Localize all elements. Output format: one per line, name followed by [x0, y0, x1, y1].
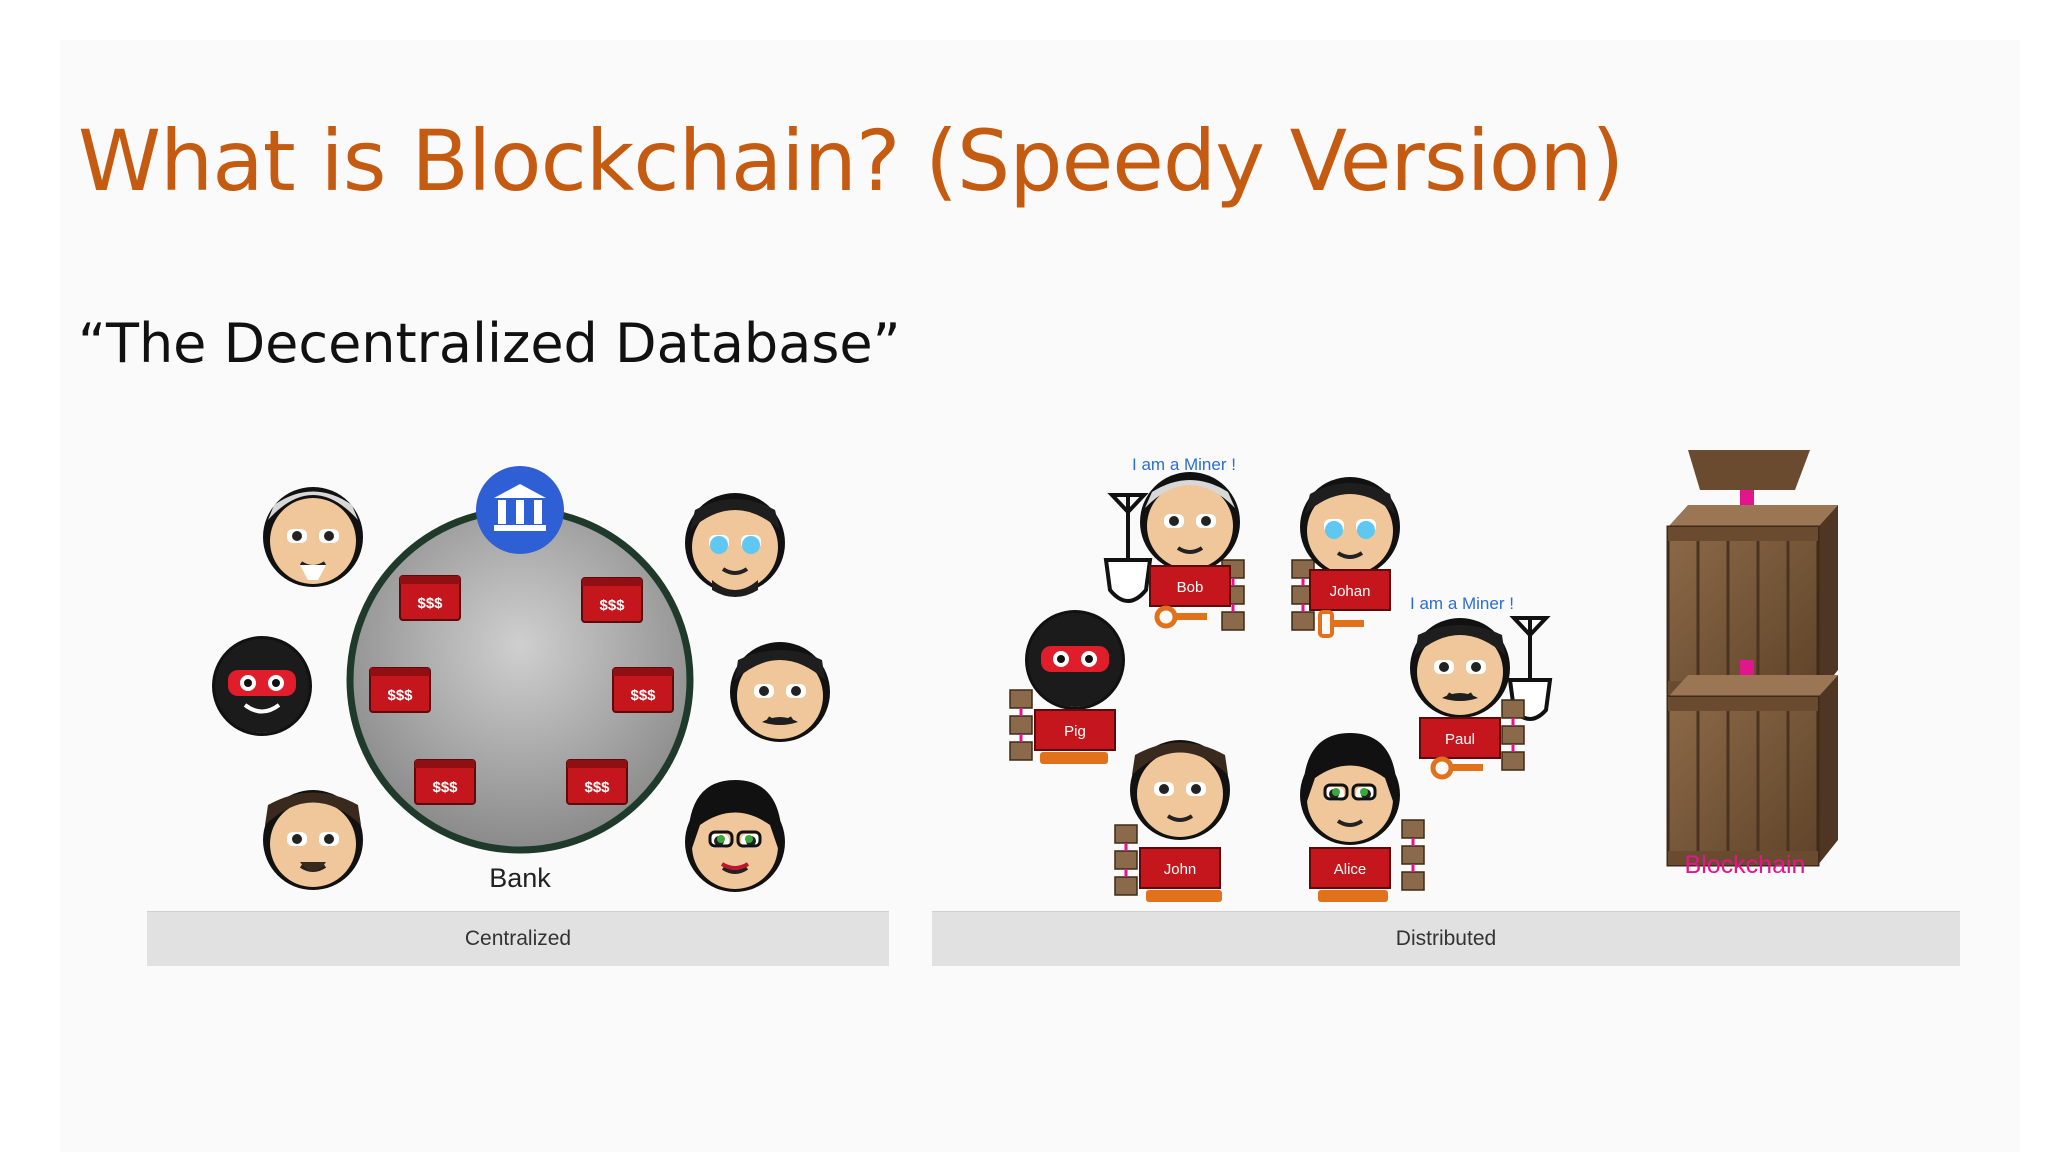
- user-name-label: Alice: [1334, 861, 1367, 878]
- user-node-alice: Alice: [1298, 733, 1402, 902]
- crate-block: [1688, 450, 1810, 490]
- key-icon: [1318, 610, 1334, 638]
- miner-callout: I am a Miner !: [1132, 455, 1236, 474]
- user-node-johan: Johan: [1298, 475, 1402, 638]
- user-avatar: [261, 485, 365, 589]
- centralized-diagram: $$$ $$$ $$$ $$$ $$$ $$$ Bank: [210, 466, 832, 894]
- user-node-pig: Pig: [1023, 608, 1127, 764]
- user-name-label: Bob: [1177, 579, 1204, 596]
- bank-label: Bank: [489, 863, 551, 893]
- key-icon: [1318, 890, 1388, 902]
- svg-text:$$$: $$$: [584, 779, 610, 796]
- svg-text:$$$: $$$: [387, 687, 413, 704]
- user-node-paul: Paul: [1408, 616, 1512, 780]
- user-node-john: John: [1128, 738, 1232, 902]
- slide-title: What is Blockchain? (Speedy Version): [78, 112, 1624, 210]
- user-name-label: Paul: [1445, 731, 1475, 748]
- mini-blockchain-stack: [1500, 698, 1526, 772]
- user-avatar: [683, 491, 787, 597]
- cash-box: $$$: [581, 577, 643, 623]
- svg-text:$$$: $$$: [599, 597, 625, 614]
- key-icon: [1040, 752, 1108, 764]
- miner-callout: I am a Miner !: [1410, 594, 1514, 613]
- mini-blockchain-stack: [1400, 818, 1426, 892]
- key-icon: [1146, 890, 1222, 902]
- user-avatar: [728, 640, 832, 744]
- user-name-label: Johan: [1330, 583, 1371, 600]
- distributed-caption: Distributed: [932, 911, 1960, 966]
- blockchain-label: Blockchain: [1685, 851, 1806, 879]
- user-name-label: John: [1164, 861, 1197, 878]
- centralized-caption: Centralized: [147, 911, 889, 966]
- mini-blockchain-stack: [1008, 688, 1034, 762]
- svg-text:$$$: $$$: [630, 687, 656, 704]
- slide-subtitle: “The Decentralized Database”: [78, 312, 901, 375]
- key-icon: [1430, 756, 1454, 780]
- mini-blockchain-stack: [1113, 823, 1139, 897]
- cash-box: $$$: [612, 667, 674, 713]
- bank-building-icon: [476, 466, 564, 554]
- blockchain-illustration: Blockchain: [1666, 450, 1840, 879]
- user-avatar: [261, 788, 365, 892]
- svg-text:$$$: $$$: [417, 595, 443, 612]
- user-avatar: [210, 634, 314, 738]
- svg-text:$$$: $$$: [432, 779, 458, 796]
- user-name-label: Pig: [1064, 723, 1086, 740]
- user-avatar: [683, 780, 787, 894]
- key-icon: [1154, 605, 1178, 629]
- cash-box: $$$: [566, 759, 628, 805]
- cash-box: $$$: [399, 575, 461, 621]
- crate-block: [1666, 673, 1840, 867]
- user-node-bob: Bob: [1138, 470, 1242, 629]
- distributed-diagram: I am a Miner ! I am a Miner ! Bob: [1008, 455, 1553, 902]
- shovel-icon: [1103, 493, 1153, 603]
- cash-box: $$$: [414, 759, 476, 805]
- cash-box: $$$: [369, 667, 431, 713]
